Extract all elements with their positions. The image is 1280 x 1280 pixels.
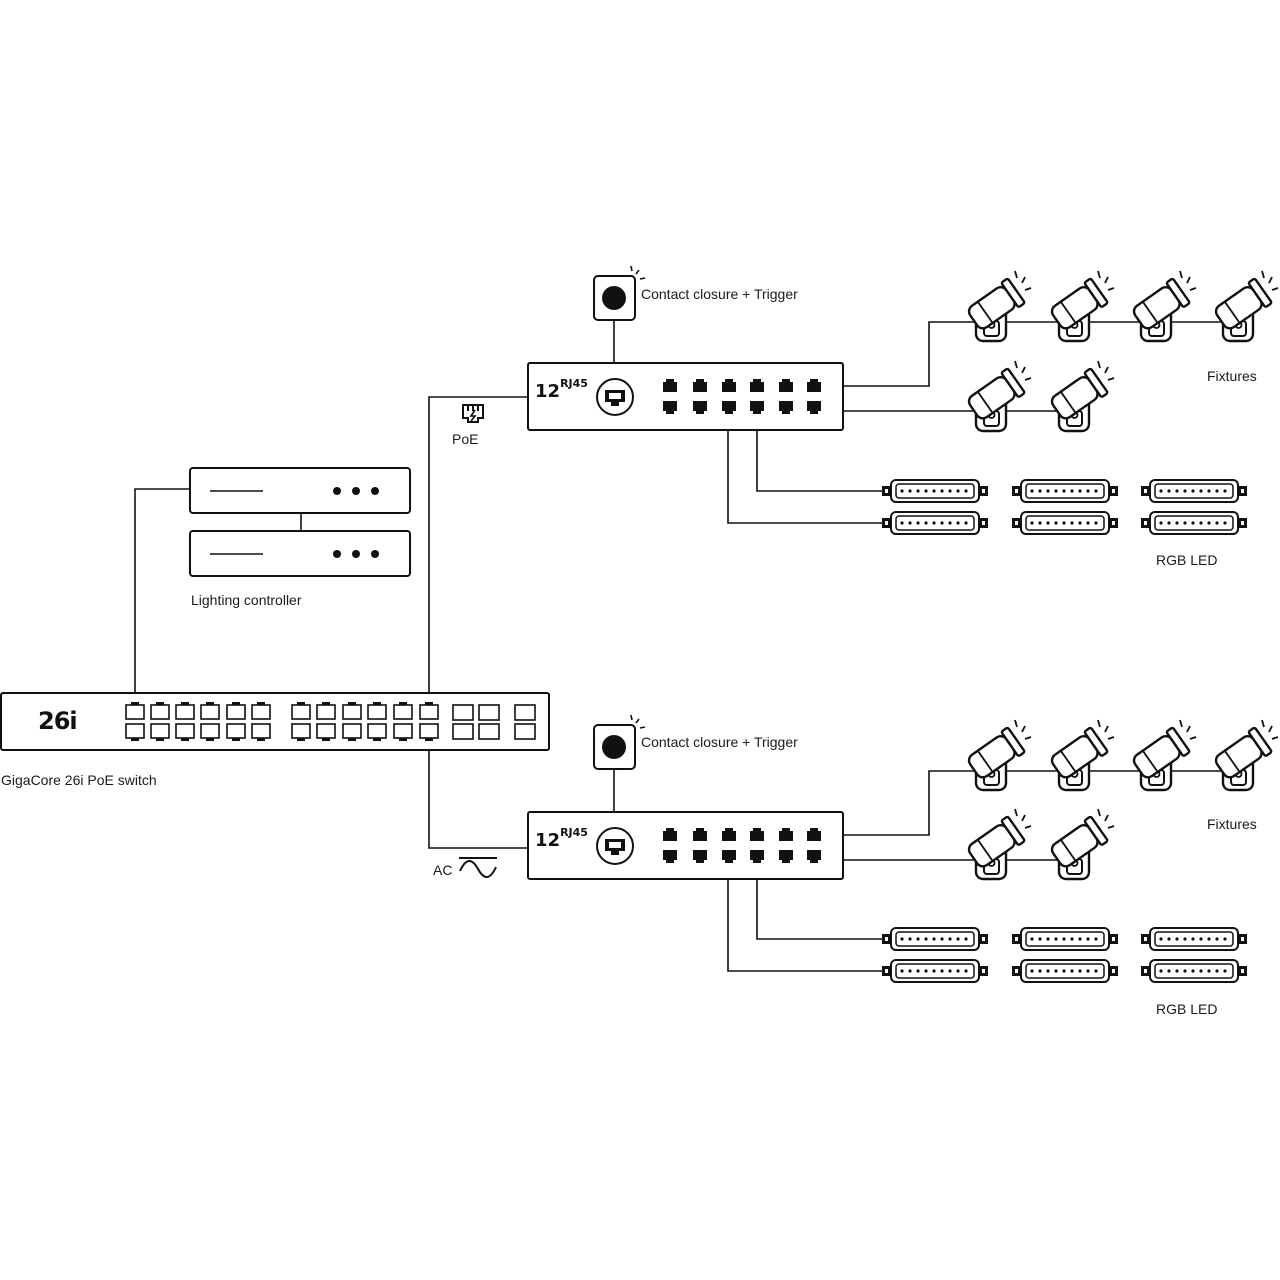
led-bar-icon: [1011, 959, 1119, 983]
main-switch-label: GigaCore 26i PoE switch: [1, 772, 157, 788]
led-bar-icon: [881, 927, 989, 951]
led-bar-icon: [1140, 927, 1248, 951]
main-switch-ports: [125, 701, 536, 742]
spotlight-fixture-icon: [1210, 718, 1280, 792]
main-switch-brand: 26i: [38, 707, 78, 735]
ac-sine-icon: [459, 857, 497, 878]
trigger-label-top: Contact closure + Trigger: [641, 286, 798, 302]
lighting-controller-label: Lighting controller: [191, 592, 302, 608]
port-type: RJ45: [560, 377, 588, 390]
spotlight-fixture-icon: [1128, 718, 1198, 792]
spotlight-fixture-icon: [1046, 807, 1116, 881]
fixtures-label-top: Fixtures: [1207, 368, 1257, 384]
node-port-badge-top: 12RJ45: [535, 377, 588, 402]
fixtures-group-top: [963, 269, 1280, 433]
led-bar-icon: [1140, 479, 1248, 503]
lighting-controller-unit-2: [189, 530, 411, 577]
spotlight-fixture-icon: [1128, 269, 1198, 343]
cable-lines: [134, 320, 1225, 972]
trigger-button-icon: [593, 714, 646, 770]
network-node-top: [527, 362, 844, 431]
spotlight-fixture-icon: [963, 269, 1033, 343]
led-bar-icon: [881, 511, 989, 535]
led-bar-icon: [1011, 511, 1119, 535]
led-bar-icon: [881, 479, 989, 503]
spotlight-fixture-icon: [1046, 359, 1116, 433]
port-count: 12: [535, 381, 561, 402]
spotlight-fixture-icon: [963, 718, 1033, 792]
spotlight-fixture-icon: [963, 359, 1033, 433]
ac-label: AC: [433, 862, 453, 878]
node-port-badge-bottom: 12RJ45: [535, 826, 588, 851]
port-type: RJ45: [560, 826, 588, 839]
led-bar-icon: [1140, 511, 1248, 535]
rgb-led-group-top: [881, 479, 1248, 535]
spotlight-fixture-icon: [1210, 269, 1280, 343]
led-bar-icon: [1011, 927, 1119, 951]
spotlight-fixture-icon: [1046, 718, 1116, 792]
spotlight-fixture-icon: [1046, 269, 1116, 343]
trigger-label-bottom: Contact closure + Trigger: [641, 734, 798, 750]
poe-label: PoE: [452, 431, 479, 447]
fixtures-label-bottom: Fixtures: [1207, 816, 1257, 832]
trigger-button-icon: [593, 265, 646, 321]
poe-plug-icon: [462, 404, 484, 423]
main-switch-chassis: [0, 692, 550, 751]
rgb-led-label-top: RGB LED: [1156, 552, 1218, 568]
port-count: 12: [535, 830, 561, 851]
led-bar-icon: [881, 959, 989, 983]
lighting-controller-unit-1: [189, 467, 411, 514]
fixtures-group-bottom: [963, 718, 1280, 881]
rgb-led-label-bottom: RGB LED: [1156, 1001, 1218, 1017]
led-bar-icon: [1140, 959, 1248, 983]
led-bar-icon: [1011, 479, 1119, 503]
spotlight-fixture-icon: [963, 807, 1033, 881]
rgb-led-group-bottom: [881, 927, 1248, 983]
network-node-bottom: [527, 811, 844, 880]
